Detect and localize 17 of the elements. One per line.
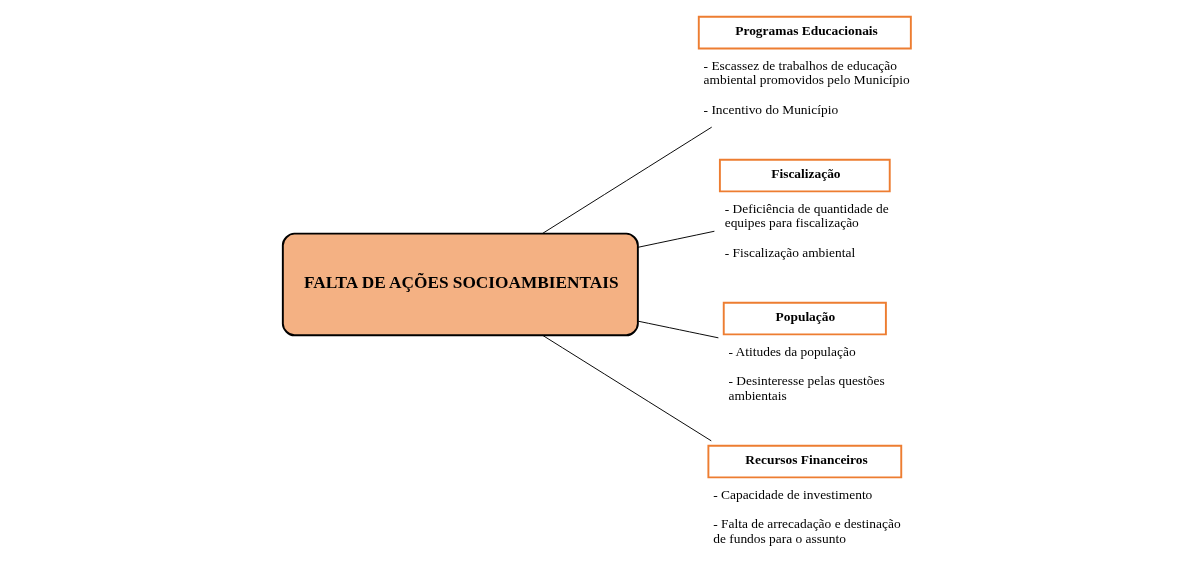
node-label: - Incentivo do Município (703, 101, 839, 117)
node-label: - Desinteresse pelas questões ambientais (728, 373, 885, 403)
node-box: Programas Educacionais (697, 15, 912, 50)
node-box: FALTA DE AÇÕES SOCIOAMBIENTAIS (281, 232, 639, 337)
node-label: - Escassez de trabalhos de educação ambiental promovidos pelo Município (703, 57, 910, 88)
connector (541, 126, 713, 234)
node-box: Recursos Financeiros (707, 444, 903, 479)
node-box: Fiscalização (718, 158, 891, 193)
connector (542, 334, 712, 442)
node-box: População (722, 301, 887, 336)
connector (637, 230, 715, 248)
node-label: - Deficiência de quantidade de equipes para fiscalização (724, 200, 889, 231)
connector (637, 320, 719, 339)
node-label: - Fiscalização ambiental (724, 244, 856, 260)
node-label: - Capacidade de investimento (713, 486, 873, 502)
node-label: - Atitudes da população (728, 343, 856, 359)
node-label: - Falta de arrecadação e destinação de fundos para o assunto (713, 516, 901, 546)
